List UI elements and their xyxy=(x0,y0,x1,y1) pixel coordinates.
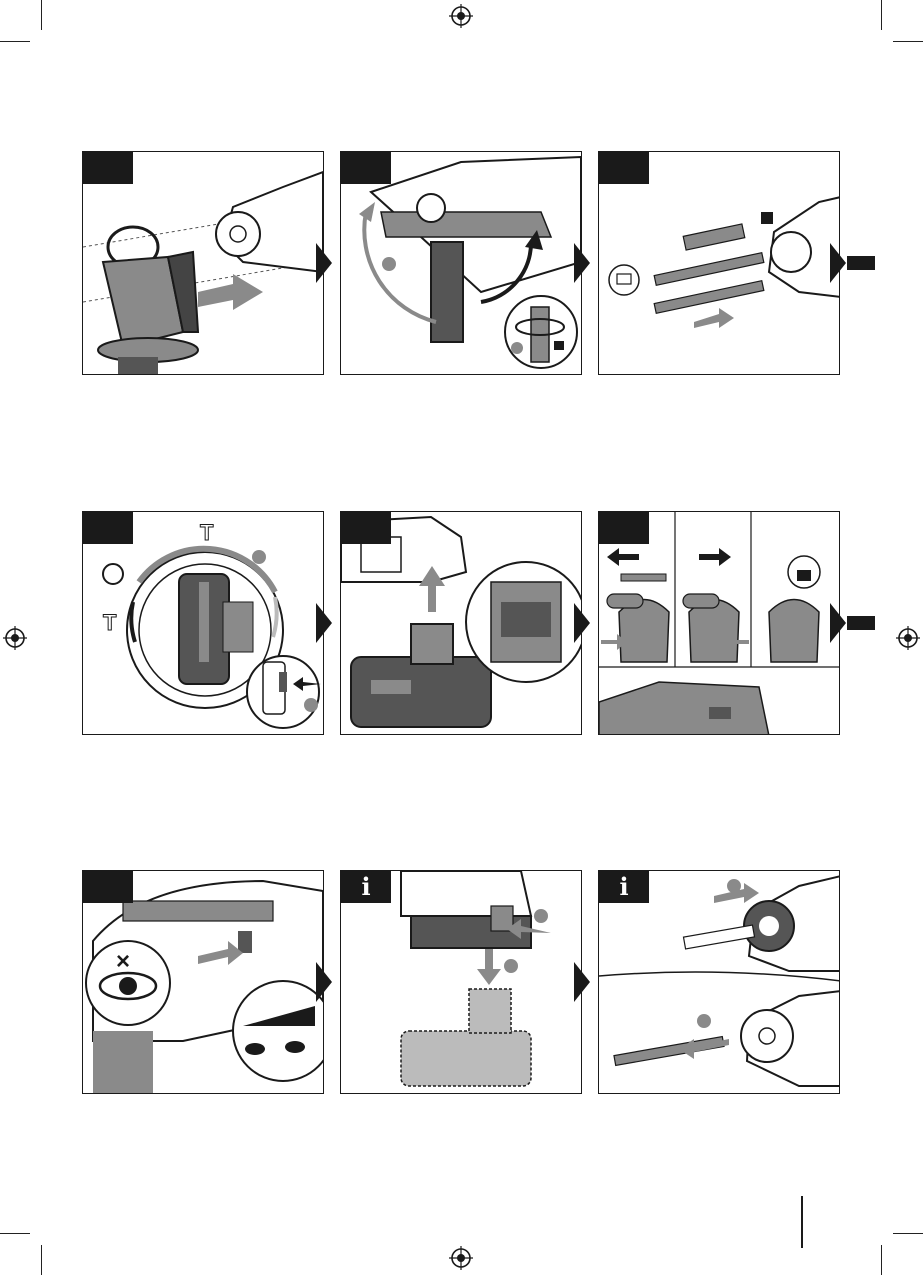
registration-mark-top-icon xyxy=(449,4,473,28)
crop-mark xyxy=(41,0,42,30)
page-edge-bar xyxy=(801,1196,803,1248)
panel-battery-remove: i xyxy=(340,870,582,1094)
direction-switch-icon xyxy=(599,512,840,735)
step-tab xyxy=(599,152,649,184)
next-step-arrow-icon xyxy=(830,603,846,643)
info-tab: i xyxy=(599,871,649,903)
step-tab xyxy=(341,152,391,184)
crop-mark xyxy=(41,1245,42,1275)
next-step-arrow-icon xyxy=(574,962,590,1002)
section-marker xyxy=(847,616,875,630)
step-tab xyxy=(83,871,133,903)
svg-text:T: T xyxy=(103,610,117,635)
next-step-arrow-icon xyxy=(316,243,332,283)
panel-auxiliary-handle xyxy=(82,151,324,375)
step-tab xyxy=(599,512,649,544)
next-step-arrow-icon xyxy=(316,603,332,643)
step-tab xyxy=(83,512,133,544)
panel-trigger-speed: × xyxy=(82,870,324,1094)
info-tab: i xyxy=(341,871,391,903)
step-tab xyxy=(83,152,133,184)
svg-text:×: × xyxy=(116,948,130,975)
panel-battery-insert xyxy=(340,511,582,735)
crop-mark xyxy=(0,41,30,42)
registration-mark-left-icon xyxy=(3,626,27,650)
trigger-speed-icon: × xyxy=(83,871,324,1094)
auxiliary-handle-mount-icon xyxy=(83,152,324,375)
mode-selector-icon: T T xyxy=(83,512,324,735)
crop-mark xyxy=(893,41,923,42)
panel-mode-selector: T T xyxy=(82,511,324,735)
crop-mark xyxy=(0,1233,30,1234)
insert-drill-bit-icon xyxy=(599,152,840,375)
remove-drill-bit-icon xyxy=(599,871,840,1094)
crop-mark xyxy=(881,1245,882,1275)
registration-mark-right-icon xyxy=(896,626,920,650)
panel-insert-bit xyxy=(598,151,840,375)
panel-remove-bit: i xyxy=(598,870,840,1094)
crop-mark xyxy=(881,0,882,30)
panel-rotate-handle xyxy=(340,151,582,375)
next-step-arrow-icon xyxy=(574,603,590,643)
battery-remove-icon xyxy=(341,871,582,1094)
svg-text:T: T xyxy=(200,520,214,545)
step-tab xyxy=(341,512,391,544)
section-marker xyxy=(847,256,875,270)
next-step-arrow-icon xyxy=(830,243,846,283)
crop-mark xyxy=(893,1233,923,1234)
next-step-arrow-icon xyxy=(574,243,590,283)
battery-insert-icon xyxy=(341,512,582,735)
next-step-arrow-icon xyxy=(316,962,332,1002)
registration-mark-bottom-icon xyxy=(449,1246,473,1270)
handle-rotate-lock-icon xyxy=(341,152,582,375)
panel-direction-switch xyxy=(598,511,840,735)
